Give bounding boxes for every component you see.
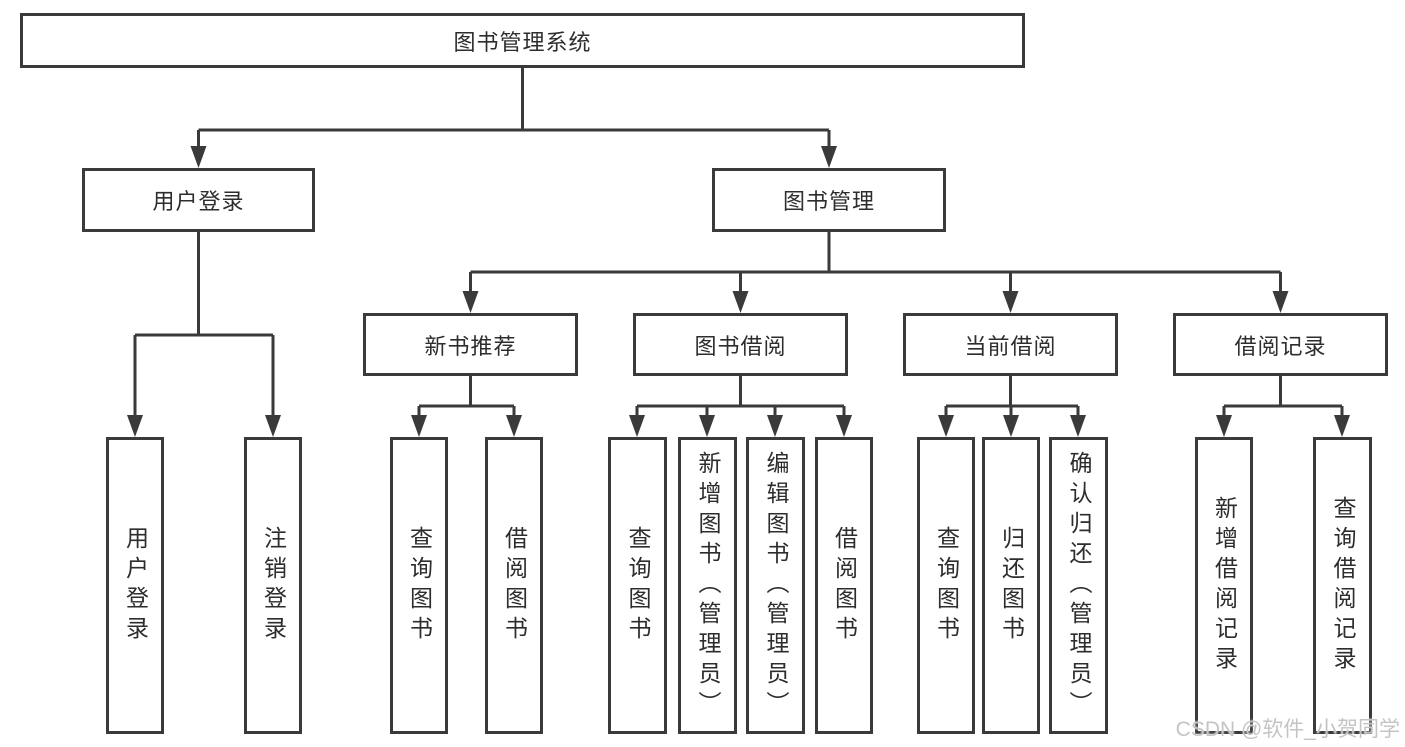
arrowhead-add-borrow-record xyxy=(1216,415,1232,437)
connector-root-to-level2 xyxy=(197,68,831,150)
node-edit-books-admin: 编辑图书（管理员） xyxy=(746,437,805,734)
node-confirm-return-admin: 确认归还（管理员） xyxy=(1049,437,1108,734)
node-borrowing-records-label: 借阅记录 xyxy=(1234,333,1327,359)
arrowhead-borrow-books xyxy=(836,415,852,437)
node-borrowing-records: 借阅记录 xyxy=(1173,313,1388,376)
node-query-borrow-record-label: 查询借阅记录 xyxy=(1330,495,1356,676)
node-query-books-current: 查询图书 xyxy=(917,437,975,734)
node-query-borrow-record: 查询借阅记录 xyxy=(1313,437,1372,734)
node-borrow-books-recommend: 借阅图书 xyxy=(485,437,543,734)
arrowhead-user-login-leaf xyxy=(127,415,143,437)
arrowhead-logout-leaf xyxy=(265,415,281,437)
node-add-books-admin: 新增图书（管理员） xyxy=(678,437,737,734)
arrowhead-confirm-return-admin xyxy=(1070,415,1086,437)
arrowhead-new-book-recommend xyxy=(462,291,479,313)
node-user-login: 用户登录 xyxy=(82,168,315,232)
node-query-books-current-label: 查询图书 xyxy=(933,525,960,646)
csdn-watermark: CSDN @软件_小贺同学 xyxy=(1175,718,1400,741)
arrowhead-user-login xyxy=(190,146,207,168)
arrowheads xyxy=(127,146,1350,437)
node-return-books: 归还图书 xyxy=(982,437,1040,734)
connector-user-login-children xyxy=(133,232,275,419)
node-edit-books-admin-label: 编辑图书（管理员） xyxy=(763,450,789,721)
node-add-borrow-record: 新增借阅记录 xyxy=(1195,437,1253,734)
node-book-borrowing-label: 图书借阅 xyxy=(694,333,787,359)
node-borrow-books-recommend-label: 借阅图书 xyxy=(501,525,528,646)
node-new-book-recommend-label: 新书推荐 xyxy=(424,333,517,359)
arrowhead-query-books-current xyxy=(938,415,954,437)
node-book-management-system-label: 图书管理系统 xyxy=(453,29,592,55)
arrowhead-book-management xyxy=(821,146,837,168)
node-user-login-leaf: 用户登录 xyxy=(106,437,164,734)
node-query-books-recommend-label: 查询图书 xyxy=(406,525,433,646)
node-add-books-admin-label: 新增图书（管理员） xyxy=(695,450,721,721)
arrowhead-query-borrow-record xyxy=(1334,415,1350,437)
node-user-login-label: 用户登录 xyxy=(152,189,245,214)
arrowhead-return-books xyxy=(1003,415,1019,437)
arrowhead-book-borrowing xyxy=(732,291,749,313)
arrowhead-borrowing-records xyxy=(1272,291,1289,313)
arrowhead-edit-books-admin xyxy=(767,415,783,437)
node-borrow-books-leaf-label: 借阅图书 xyxy=(831,525,858,646)
node-current-borrowing: 当前借阅 xyxy=(903,313,1118,376)
node-book-management: 图书管理 xyxy=(712,168,946,232)
connector-new-book-recommend-children xyxy=(417,376,516,419)
node-query-books-borrow-label: 查询图书 xyxy=(625,525,651,646)
node-new-book-recommend: 新书推荐 xyxy=(363,313,578,376)
node-add-borrow-record-label: 新增借阅记录 xyxy=(1211,495,1238,676)
connector-current-borrowing-children xyxy=(944,376,1080,419)
node-confirm-return-admin-label: 确认归还（管理员） xyxy=(1066,450,1092,721)
node-book-management-system: 图书管理系统 xyxy=(20,13,1025,68)
node-logout-leaf: 注销登录 xyxy=(244,437,302,734)
node-book-borrowing: 图书借阅 xyxy=(633,313,848,376)
arrowhead-query-books-recommend xyxy=(411,415,427,437)
connector-book-borrowing-children xyxy=(635,376,846,419)
node-book-management-label: 图书管理 xyxy=(782,189,875,214)
connector-book-management-children xyxy=(469,232,1282,295)
node-borrow-books-leaf: 借阅图书 xyxy=(815,437,873,734)
arrowhead-borrow-books-recommend xyxy=(506,415,522,437)
arrowhead-current-borrowing xyxy=(1002,291,1019,313)
node-user-login-leaf-label: 用户登录 xyxy=(122,525,149,646)
node-return-books-label: 归还图书 xyxy=(998,525,1025,646)
connector-borrowing-records-children xyxy=(1222,376,1344,419)
node-query-books-recommend: 查询图书 xyxy=(390,437,448,734)
arrowhead-query-books-borrow xyxy=(629,415,645,437)
node-query-books-borrow: 查询图书 xyxy=(608,437,667,734)
node-logout-leaf-label: 注销登录 xyxy=(260,525,287,646)
arrowhead-add-books-admin xyxy=(699,415,715,437)
node-current-borrowing-label: 当前借阅 xyxy=(964,333,1057,359)
